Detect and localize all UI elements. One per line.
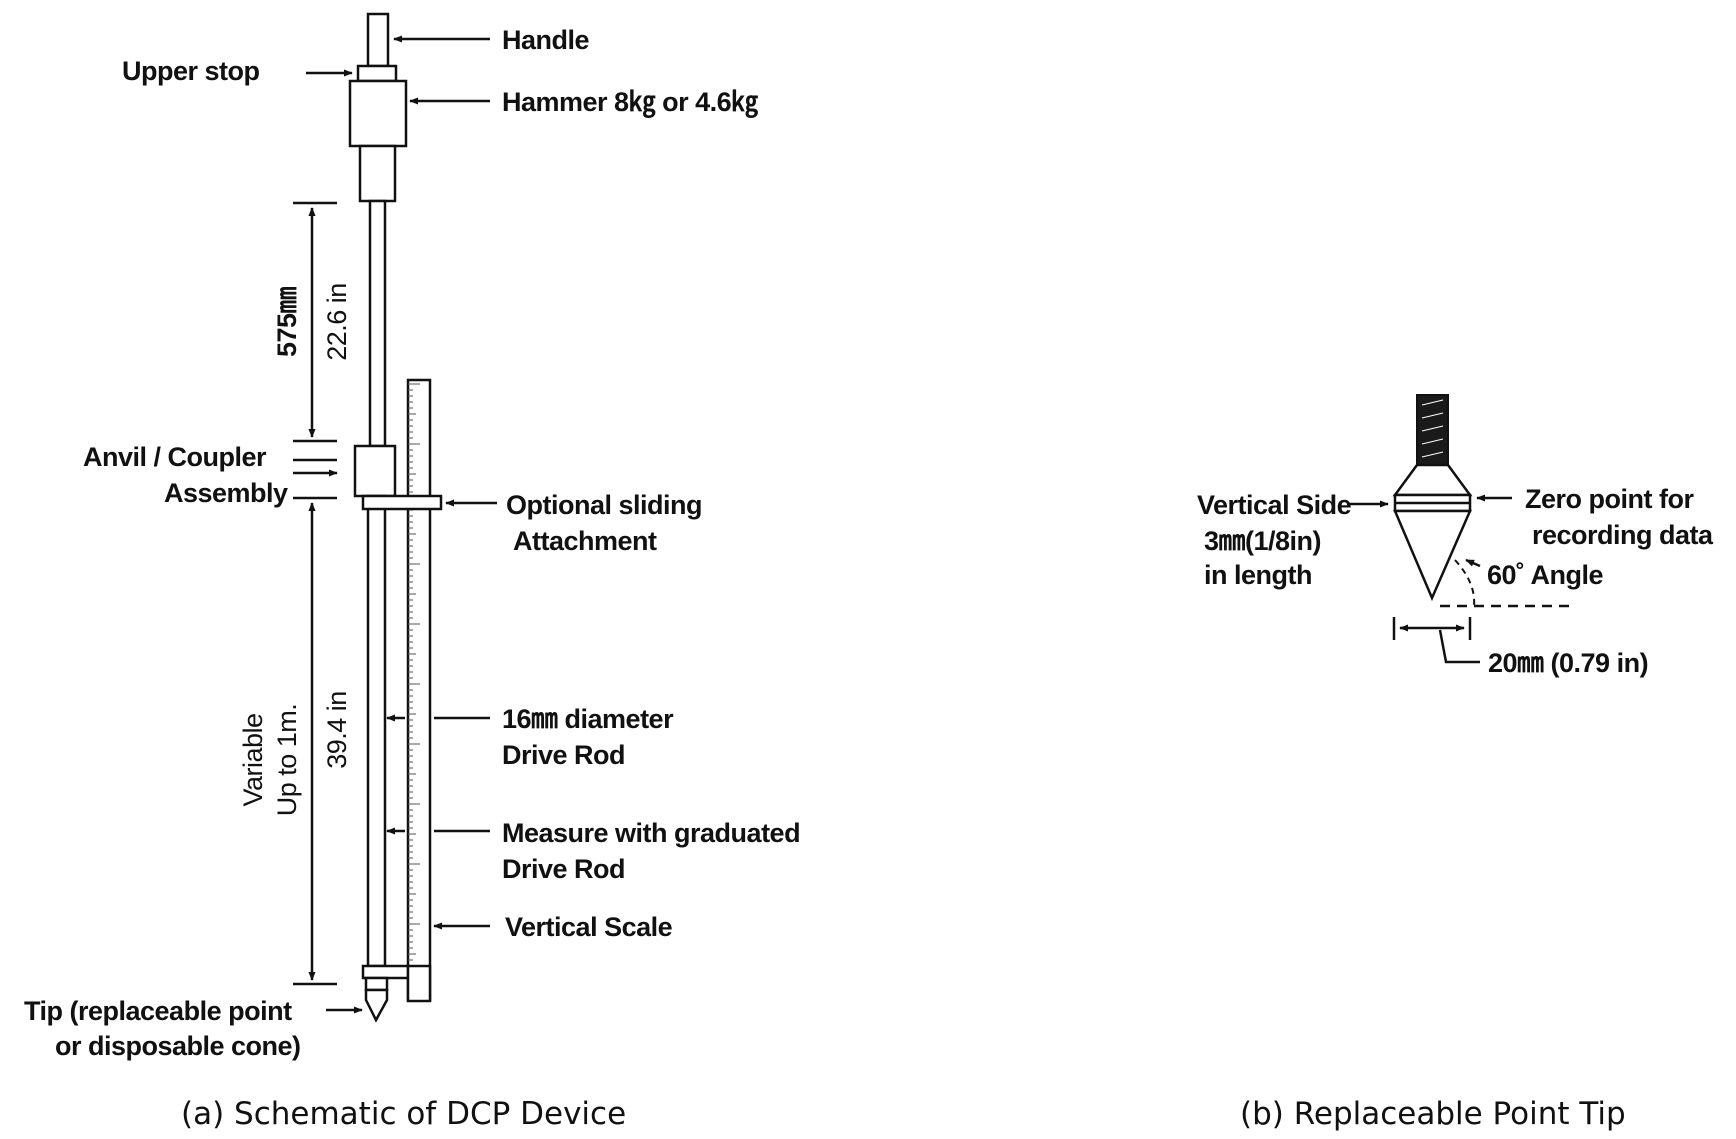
dimension-lines-b [1350,494,1576,664]
caption-b: (b) Replaceable Point Tip [1240,1096,1626,1132]
label-tip-line1: Tip (replaceable point [24,996,292,1026]
labels-b: Vertical Side 3㎜(1/8in) in length Zero p… [1197,484,1715,678]
label-anvil-line1: Anvil / Coupler [83,442,267,472]
label-width: 20㎜ (0.79 in) [1488,648,1648,678]
label-dim-39-4-in: 39.4 in [322,691,352,769]
anvil-coupler-part [353,444,397,498]
thread-lines [1421,399,1444,458]
label-measure-line1: Measure with graduated [502,818,800,848]
hammer-guide-part [358,144,397,203]
label-anvil-line2: Assembly [164,478,288,508]
scale-foot-part [406,964,432,1003]
label-dim-575mm: 575㎜ [272,286,302,357]
labels-a: Handle Upper stop Hammer 8㎏ or 4.6㎏ 575㎜… [24,25,801,1061]
label-rod-line1: 16㎜ diameter [502,704,674,734]
label-angle: 60˚ Angle [1487,560,1604,590]
tip-collar-part [364,976,389,992]
label-vertical-side-line1: Vertical Side [1197,490,1352,520]
label-zero-point-line2: recording data [1532,520,1714,550]
sliding-attachment-part [361,494,443,511]
label-rod-line2: Drive Rod [502,740,625,770]
dimension-lines-a [293,201,337,986]
drive-rod-part [366,494,387,968]
tip-cone-point-part [1393,509,1472,602]
upper-stop-part [356,64,398,83]
tip-cone-part [364,988,389,1023]
thread-stub-part [1416,394,1449,466]
tip-frustum-part [1392,463,1473,497]
label-hammer: Hammer 8㎏ or 4.6㎏ [502,87,758,119]
label-vertical-side-line2: 3㎜(1/8in) [1204,526,1321,556]
label-vertical-scale: Vertical Scale [505,912,673,942]
lower-bracket-part [361,964,410,980]
label-vertical-side-line3: in length [1204,560,1312,590]
label-measure-line2: Drive Rod [502,854,625,884]
label-variable-line1: Variable [238,713,268,806]
upper-shaft-part [368,199,387,448]
dcp-device-schematic [348,12,443,1023]
handle-part [366,12,390,68]
label-zero-point-line1: Zero point for [1525,484,1694,514]
caption-a: (a) Schematic of DCP Device [181,1096,626,1132]
hammer-part [348,79,408,148]
leader-arrows-a [293,35,497,1014]
replaceable-point-tip-drawing [1392,394,1473,602]
label-dim-22-6-in: 22.6 in [322,283,352,361]
label-variable-line2: Up to 1m. [272,704,302,817]
label-upper-stop: Upper stop [122,56,260,86]
label-handle: Handle [502,25,590,55]
label-sliding-line2: Attachment [513,526,657,556]
label-tip-line2: or disposable cone) [55,1031,301,1061]
label-sliding-line1: Optional sliding [506,490,702,520]
